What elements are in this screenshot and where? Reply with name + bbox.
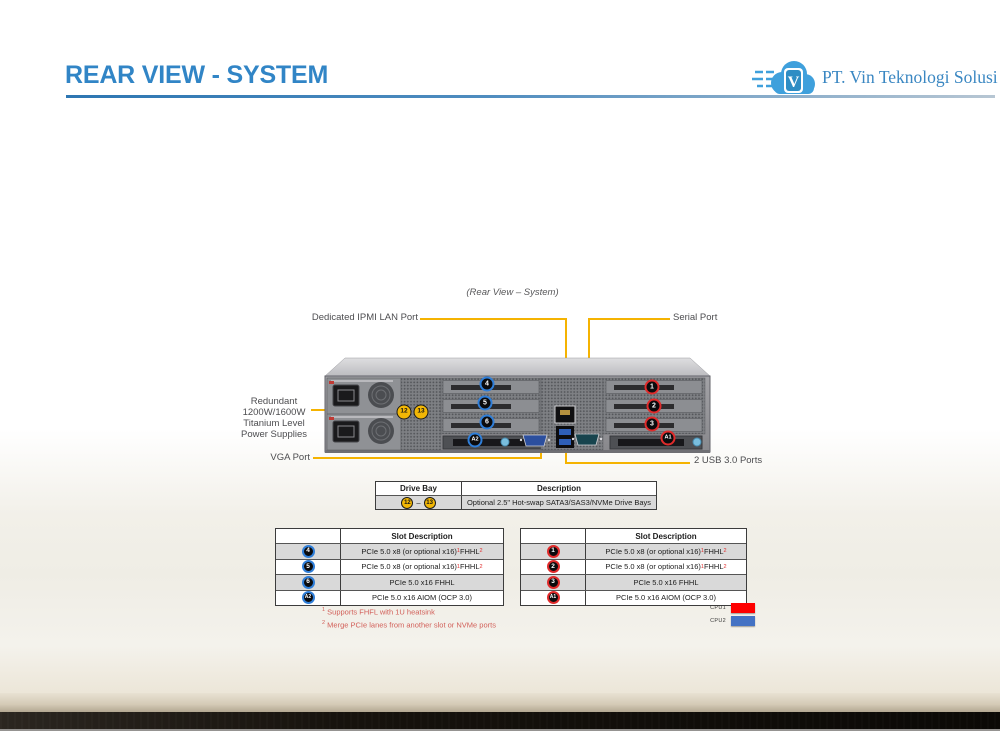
- drive-bay-row: 12 – 13 Optional 2.5" Hot-swap SATA3/SAS…: [376, 495, 656, 509]
- chassis-top-face: [324, 357, 711, 377]
- slot-badge-1: 1: [644, 379, 660, 395]
- label-serial-port: Serial Port: [673, 312, 718, 323]
- table-row: A1 PCIe 5.0 x16 AIOM (OCP 3.0): [521, 589, 746, 605]
- callout-line-vga-h: [313, 457, 542, 459]
- label-ipmi-lan-port: Dedicated IPMI LAN Port: [311, 312, 418, 323]
- row-badge: 2: [546, 560, 560, 574]
- row-badge: A1: [546, 591, 560, 605]
- serial-port: [574, 433, 600, 446]
- cpu2-color-swatch: [731, 616, 755, 626]
- slot-badge-a1: A1: [660, 430, 676, 446]
- chassis-bottom-lip: [325, 450, 710, 453]
- table-row: 3 PCIe 5.0 x16 FHHL: [521, 574, 746, 590]
- slot-badge-6: 6: [479, 414, 495, 430]
- callout-line-serial-h: [590, 318, 670, 320]
- cpu1-legend-row: CPU1: [700, 602, 755, 614]
- slot-badge-3: 3: [644, 416, 660, 432]
- table-row: 6 PCIe 5.0 x16 FHHL: [276, 574, 503, 590]
- cloud-logo-icon: V: [752, 61, 815, 94]
- table-row: A2 PCIe 5.0 x16 AIOM (OCP 3.0): [276, 589, 503, 605]
- cpu2-legend-row: CPU2: [700, 615, 755, 627]
- diagram-caption: (Rear View – System): [466, 287, 559, 298]
- callout-line-usb-v: [565, 448, 567, 464]
- row-badge: 5: [301, 560, 315, 574]
- label-vga-port: VGA Port: [270, 452, 310, 463]
- row-badge: 3: [546, 575, 560, 589]
- desk-edge-band: [0, 693, 1000, 712]
- drive-bay-table: Drive Bay Description 12 – 13 Optional 2…: [375, 481, 657, 510]
- label-power-supplies: Redundant 1200W/1600W Titanium Level Pow…: [240, 396, 307, 440]
- table-badge-12: 12: [401, 496, 414, 509]
- title-underline: [66, 95, 995, 98]
- callout-line-usb-h: [565, 462, 690, 464]
- drive-bay-description: Optional 2.5" Hot-swap SATA3/SAS3/NVMe D…: [461, 496, 656, 509]
- cpu1-color-swatch: [731, 603, 755, 613]
- row-badge: 4: [301, 544, 315, 558]
- thumbscrew-left: [500, 437, 510, 447]
- slot-table-left: Slot Description 4 PCIe 5.0 x8 (or optio…: [275, 528, 504, 606]
- slot-description-header: Slot Description: [340, 529, 503, 543]
- page-title: REAR VIEW - SYSTEM: [65, 61, 329, 89]
- table-badge-13: 13: [423, 496, 436, 509]
- cpu-legend: CPU1 CPU2: [700, 602, 755, 628]
- callout-line-ipmi-h: [420, 318, 567, 320]
- footnotes: 1 Supports FHFL with 1U heatsink 2 Merge…: [322, 605, 496, 630]
- cpu2-label: CPU2: [710, 618, 726, 624]
- vga-port: [522, 434, 548, 447]
- label-usb-ports: 2 USB 3.0 Ports: [694, 455, 763, 466]
- slot-badge-2: 2: [646, 398, 662, 414]
- footnote-1: 1 Supports FHFL with 1U heatsink: [322, 607, 435, 617]
- description-header: Description: [461, 482, 656, 495]
- slot-table-right: Slot Description 1 PCIe 5.0 x8 (or optio…: [520, 528, 747, 606]
- slot-badge-5: 5: [477, 395, 493, 411]
- row-badge: A2: [301, 591, 315, 605]
- bottom-dark-bar: [0, 712, 1000, 729]
- slot-badge-4: 4: [479, 376, 495, 392]
- slot-badge-a2: A2: [467, 432, 483, 448]
- row-badge: 1: [546, 544, 560, 558]
- footnote-2: 2 Merge PCIe lanes from another slot or …: [322, 619, 496, 630]
- center-io-ports: [519, 377, 604, 451]
- company-name: PT. Vin Teknologi Solusi: [822, 67, 998, 87]
- power-supplies: [326, 377, 402, 451]
- slot-description-header: Slot Description: [585, 529, 746, 543]
- svg-text:V: V: [788, 74, 800, 91]
- drive-bay-badge-13: 13: [413, 404, 429, 420]
- drive-bay-header: Drive Bay: [400, 484, 437, 493]
- cpu1-label: CPU1: [710, 605, 726, 611]
- thumbscrew-right: [692, 437, 702, 447]
- drive-bay-badge-12: 12: [396, 404, 412, 420]
- company-logo: V PT. Vin Teknologi Solusi: [752, 56, 998, 102]
- row-badge: 6: [301, 575, 315, 589]
